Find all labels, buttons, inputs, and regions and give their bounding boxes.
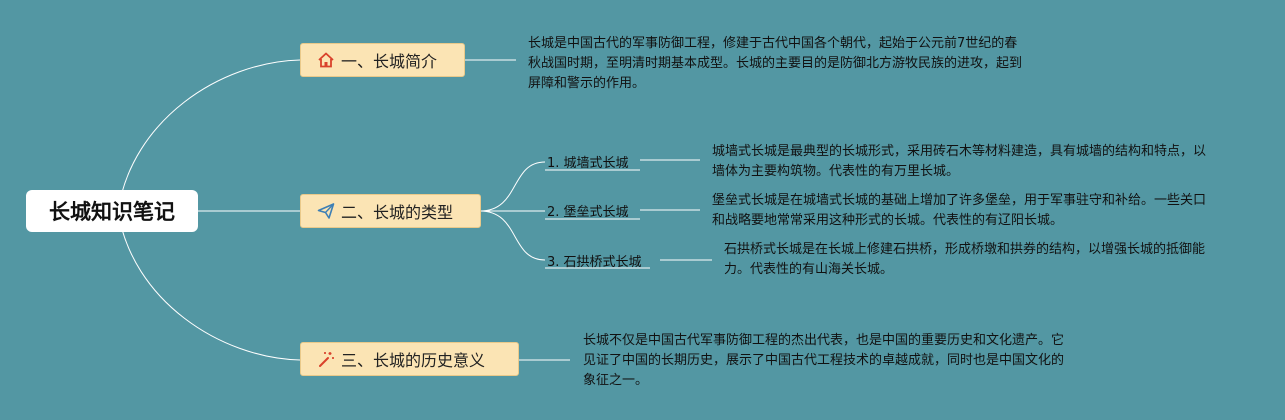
- branch-node-significance[interactable]: 三、长城的历史意义: [300, 342, 519, 376]
- subtopic-arch-bridge-type[interactable]: 3. 石拱桥式长城: [547, 255, 642, 270]
- branch-node-types[interactable]: 二、长城的类型: [300, 194, 481, 228]
- branch-description: 长城不仅是中国古代军事防御工程的杰出代表，也是中国的重要历史和文化遗产。它见证了…: [583, 333, 1065, 388]
- subtopic-description: 石拱桥式长城是在长城上修建石拱桥，形成桥墩和拱券的结构，以增强长城的抵御能力。代…: [724, 242, 1206, 277]
- connector-branch-2-sub-1: [479, 161, 546, 212]
- connector-root-branch-1: [117, 59, 301, 212]
- magic-wand-icon: [317, 350, 335, 368]
- subtopic-description: 城墙式长城是最典型的长城形式，采用砖石木等材料建造，具有城墙的结构和特点，以墙体…: [712, 144, 1207, 179]
- paper-plane-icon: [317, 202, 335, 220]
- branch-label: 二、长城的类型: [341, 203, 454, 222]
- root-node[interactable]: 长城知识笔记: [26, 190, 198, 232]
- branch-label: 一、长城简介: [341, 52, 438, 71]
- subtopic-fortress-type[interactable]: 2. 堡垒式长城: [547, 205, 629, 220]
- subtopic-wall-type[interactable]: 1. 城墙式长城: [547, 156, 629, 171]
- subtopic-description: 堡垒式长城是在城墙式长城的基础上增加了许多堡垒，用于军事驻守和补给。一些关口和战…: [712, 193, 1207, 228]
- branch-description: 长城是中国古代的军事防御工程，修建于古代中国各个朝代，起始于公元前7世纪的春秋战…: [528, 36, 1023, 91]
- home-icon: [317, 51, 335, 69]
- branch-label: 三、长城的历史意义: [341, 351, 486, 370]
- branch-node-intro[interactable]: 一、长城简介: [300, 43, 465, 77]
- connector-branch-2-sub-3: [479, 210, 546, 261]
- connector-root-branch-3: [117, 210, 301, 361]
- root-title: 长城知识笔记: [49, 200, 175, 224]
